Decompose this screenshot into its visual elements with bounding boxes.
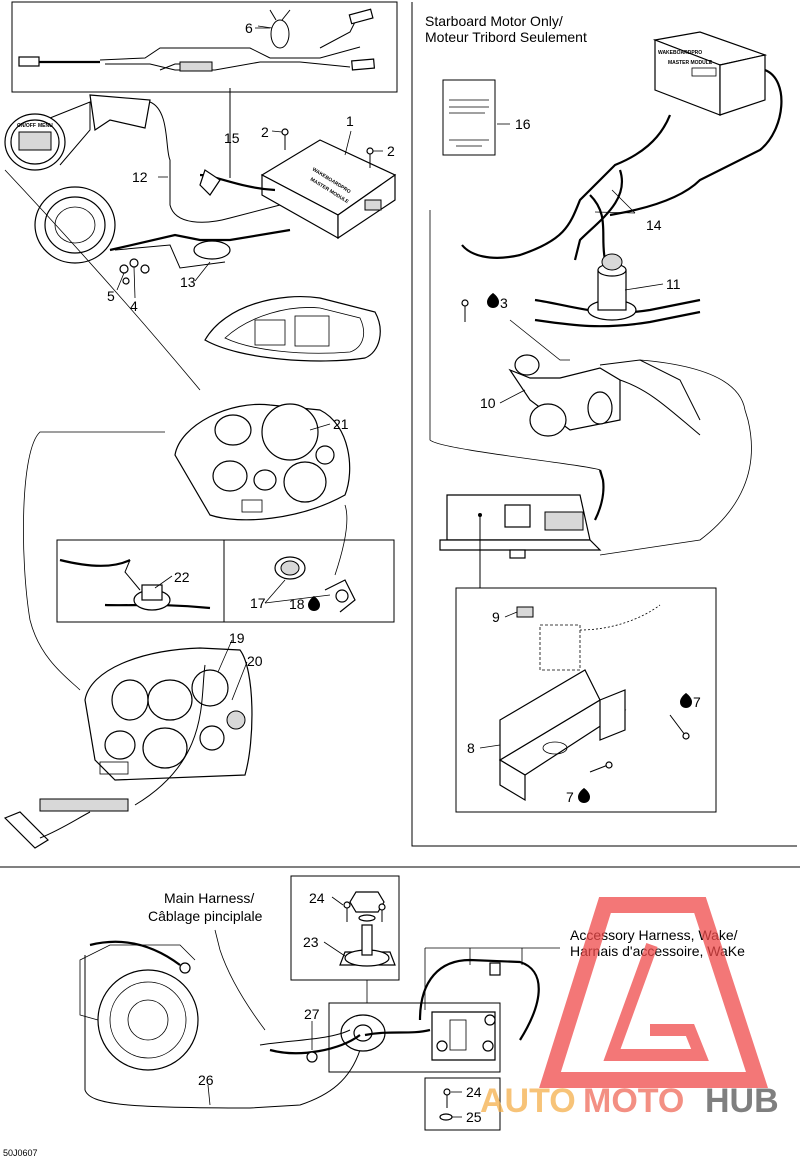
callout-16: 16: [515, 116, 531, 132]
actuator-10: [508, 354, 701, 437]
callout-10: 10: [480, 395, 496, 411]
screw-24-top: [343, 901, 351, 922]
callout-14: 14: [646, 217, 662, 233]
threadlocker-18-icon: [308, 596, 320, 611]
display-gauge-12: ON/OFF MENU: [4, 94, 151, 171]
stud-23: [339, 891, 396, 967]
callout-26: 26: [198, 1072, 214, 1088]
callout-21: 21: [333, 416, 349, 432]
screw-24-bottom: [443, 1088, 451, 1108]
threadlocker-3-icon: [487, 293, 499, 308]
harness-26: [84, 955, 361, 1109]
washer-5: [119, 264, 129, 274]
callout-6: 6: [245, 20, 253, 36]
starboard-module-sub: MASTER MODULE: [668, 60, 713, 66]
main-harness-caption-2: Câblage pinciplale: [148, 908, 263, 924]
threadlocker-7-top-icon: [680, 693, 692, 708]
callout-8: 8: [467, 740, 475, 756]
gauge-menu-label: MENU: [38, 123, 53, 129]
accessory-caption-2: Harnais d'accessoire, WaKe: [570, 943, 745, 959]
master-module-1: WAKEBOARDPRO MASTER MODULE: [260, 139, 397, 240]
dashboard-assembly: [84, 647, 253, 781]
callout-27: 27: [304, 1006, 320, 1022]
callout-24a: 24: [309, 890, 325, 906]
leader-lines: [116, 27, 664, 1118]
starboard-panel-frame: [411, 2, 797, 847]
screw-24-right: [378, 903, 386, 922]
relay-block-frame: [328, 1002, 501, 1073]
callout-4: 4: [130, 298, 138, 314]
accessory-caption-1: Accessory Harness, Wake/: [570, 927, 738, 943]
starboard-module-brand: WAKEBOARDPRO: [658, 50, 702, 56]
master-module-starboard: WAKEBOARDPRO MASTER MODULE: [652, 31, 768, 116]
callout-2b: 2: [387, 143, 395, 159]
sensor-11: [534, 253, 701, 328]
relay-assembly: [340, 1011, 496, 1061]
washer-25: [439, 1113, 453, 1121]
screw-7-top: [669, 714, 690, 740]
bracket-inset-frame: [455, 587, 717, 813]
watermark-auto: AUTO: [480, 1082, 576, 1120]
screw-3: [461, 299, 469, 322]
speedometer-13: [34, 186, 291, 269]
dashboard-21: [174, 403, 351, 521]
callout-24b: 24: [466, 1084, 482, 1100]
gauge-onoff-label: ON/OFF: [17, 123, 36, 129]
callout-11: 11: [666, 276, 681, 292]
diagram-code: 50J0607: [3, 1148, 38, 1158]
callout-18: 18: [289, 596, 305, 612]
screw-2-right: [366, 147, 374, 168]
transducer-22: [59, 558, 211, 611]
callout-numbers: 6 1 2 2 15 12 13 5 4 21 22 17 18 19 20 1…: [107, 20, 701, 1125]
callout-20: 20: [247, 653, 263, 669]
boat-outline: [204, 295, 381, 362]
wiring-harness-6: [18, 8, 376, 72]
starboard-caption-1: Starboard Motor Only/: [425, 13, 563, 29]
callout-1: 1: [346, 113, 354, 129]
automotohub-watermark: AUTO MOTO HUB: [480, 897, 779, 1120]
engine-starter: [79, 944, 199, 1071]
callout-25: 25: [466, 1109, 482, 1125]
pad-9: [516, 606, 534, 618]
connector-block: [3, 811, 91, 849]
callout-7b: 7: [566, 789, 574, 805]
hardware-inset-frame: [424, 1077, 501, 1131]
callout-13: 13: [180, 274, 196, 290]
stud-inset-frame: [290, 875, 400, 981]
starboard-caption-2: Moteur Tribord Seulement: [425, 29, 587, 45]
watermark-hub: HUB: [705, 1082, 779, 1120]
ecu-box: [439, 494, 602, 559]
watermark-moto: MOTO: [583, 1082, 684, 1120]
manual-16: [442, 79, 496, 156]
callout-15: 15: [224, 130, 240, 146]
leader-21-to-dash: [23, 431, 165, 691]
bracket-8: [498, 669, 627, 802]
callout-19: 19: [229, 630, 245, 646]
screw-2-left: [281, 128, 289, 150]
screw-7-bottom: [589, 761, 613, 773]
unit-dashed: [539, 604, 661, 671]
callout-5: 5: [107, 288, 115, 304]
inset-22-frame: [56, 539, 225, 623]
callout-23: 23: [303, 934, 319, 950]
harness-inset-frame: [11, 1, 398, 93]
callout-22: 22: [174, 569, 190, 585]
nut-4: [129, 258, 139, 268]
callout-9: 9: [492, 609, 500, 625]
inset-17-frame: [223, 539, 395, 623]
harness-12: [149, 101, 281, 223]
callout-7a: 7: [693, 694, 701, 710]
threadlocker-7-bottom-icon: [578, 788, 590, 803]
knob-17: [274, 556, 356, 613]
callout-12: 12: [132, 169, 148, 185]
callout-2a: 2: [261, 124, 269, 140]
main-harness-caption-1: Main Harness/: [164, 890, 254, 906]
callout-3: 3: [500, 295, 508, 311]
callout-17: 17: [250, 595, 266, 611]
